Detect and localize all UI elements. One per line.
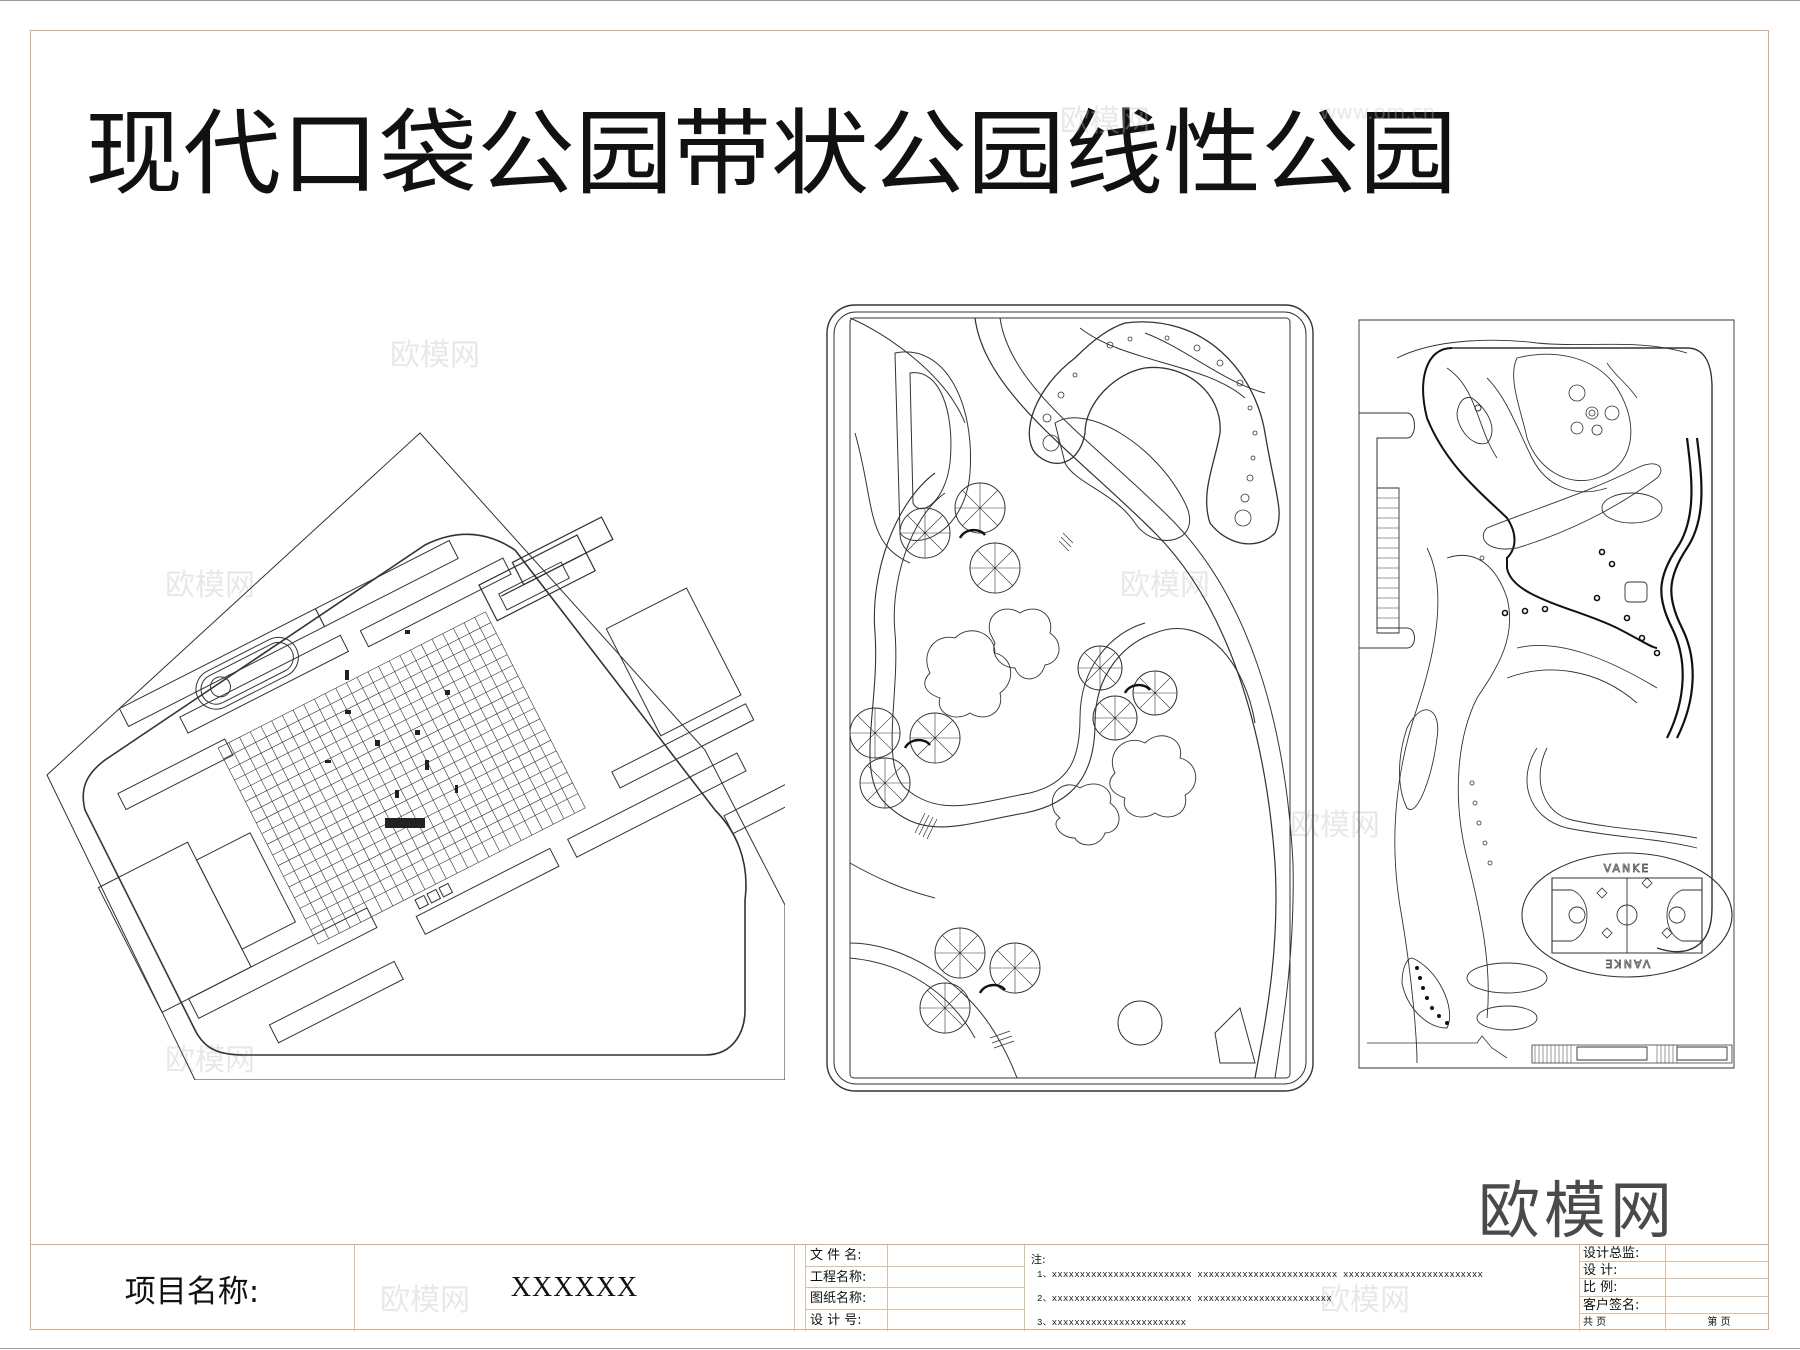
project-name-value[interactable]: XXXXXX: [355, 1245, 795, 1331]
file-info-labels: 文 件 名: 工程名称: 图纸名称: 设 计 号:: [805, 1245, 888, 1331]
file-info-values: [888, 1245, 1025, 1331]
plan-linear-park-court: VANKE VANKE: [1357, 318, 1742, 1073]
project-title-label: 工程名称:: [806, 1267, 887, 1288]
design-director-value[interactable]: [1666, 1245, 1769, 1263]
plan-pocket-park: [45, 430, 785, 1080]
drawing-frame: [30, 30, 1769, 1330]
scale-value[interactable]: [1666, 1279, 1769, 1297]
file-name-value[interactable]: [888, 1245, 1024, 1267]
project-title-value[interactable]: [888, 1267, 1024, 1288]
sheet-title: 现代口袋公园带状公园线性公园: [85, 100, 1458, 209]
brand-logo: 欧模网: [1478, 1174, 1677, 1247]
current-page-label: 第 页: [1707, 1316, 1731, 1328]
plan-linear-park-organic: [825, 303, 1315, 1093]
court-label-top: VANKE: [1604, 862, 1651, 875]
total-pages-label: 共 页: [1583, 1316, 1607, 1328]
design-director-label: 设计总监:: [1580, 1245, 1665, 1263]
note-line-2: 2、xxxxxxxxxxxxxxxxxxxxxxxxx xxxxxxxxxxxx…: [1037, 1294, 1332, 1304]
design-number-label: 设 计 号:: [810, 1312, 862, 1328]
approval-values: 第 页: [1666, 1245, 1769, 1331]
drawing-name-value[interactable]: [888, 1288, 1024, 1310]
notes-heading: 注:: [1031, 1253, 1046, 1266]
designer-value[interactable]: [1666, 1262, 1769, 1280]
notes-section: 注: 1、xxxxxxxxxxxxxxxxxxxxxxxxx xxxxxxxxx…: [1025, 1245, 1580, 1331]
note-line-3: 3、xxxxxxxxxxxxxxxxxxxxxxxx: [1037, 1318, 1187, 1328]
drawing-name-label: 图纸名称:: [806, 1288, 887, 1310]
sheet-top-edge: [0, 0, 1800, 1]
design-number-value[interactable]: [888, 1310, 1024, 1332]
project-name-label: 项目名称:: [30, 1245, 355, 1331]
note-line-1: 1、xxxxxxxxxxxxxxxxxxxxxxxxx xxxxxxxxxxxx…: [1037, 1270, 1484, 1280]
sheet-bottom-edge: [0, 1348, 1800, 1349]
client-signature-label: 客户签名:: [1580, 1297, 1665, 1314]
court-label-bottom: VANKE: [1604, 957, 1651, 970]
client-signature-value[interactable]: [1666, 1297, 1769, 1314]
designer-label: 设 计:: [1580, 1262, 1665, 1280]
approval-labels: 设计总监: 设 计: 比 例: 客户签名: 共 页: [1580, 1245, 1666, 1331]
title-block: 项目名称: XXXXXX 文 件 名: 工程名称: 图纸名称: 设 计 号: 注…: [30, 1244, 1769, 1331]
scale-label: 比 例:: [1580, 1279, 1665, 1297]
file-name-label: 文 件 名:: [806, 1245, 887, 1267]
basketball-court: [1522, 853, 1732, 977]
